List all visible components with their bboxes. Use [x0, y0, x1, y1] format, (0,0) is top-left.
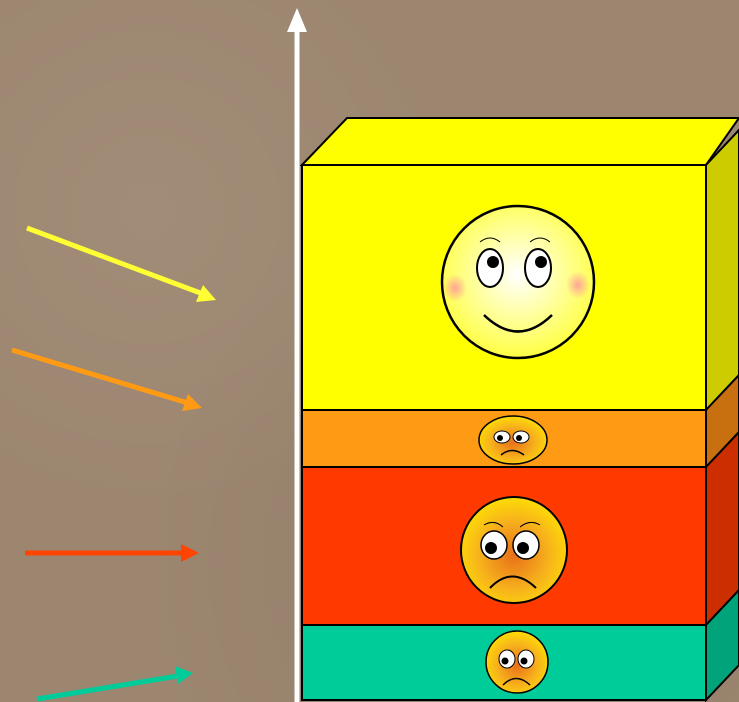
teal-arrow: [36, 666, 193, 702]
happy-face-icon: [440, 204, 596, 360]
sad-face-icon: [485, 630, 549, 694]
sad-face-icon: [460, 496, 568, 604]
sad-face-icon: [478, 415, 548, 465]
yellow-arrow: [26, 225, 216, 302]
vertical-axis-arrow: [287, 8, 307, 702]
orange-arrow: [11, 347, 202, 411]
red-arrow: [25, 544, 199, 562]
